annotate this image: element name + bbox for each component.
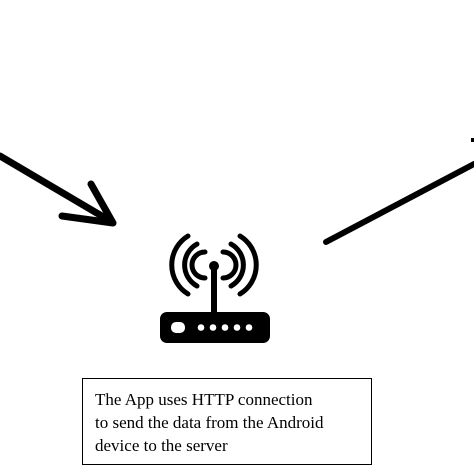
edge-mark xyxy=(471,138,474,142)
left-arrow-shaft xyxy=(0,152,116,226)
router-led-3 xyxy=(221,324,229,331)
left-arrow-icon xyxy=(0,152,117,227)
left-arrow-head xyxy=(58,180,117,227)
caption-box: The App uses HTTP connection to send the… xyxy=(82,378,372,465)
signal-wave-left-2 xyxy=(182,241,200,289)
caption-line-3: device to the server xyxy=(95,436,228,455)
router-led-1 xyxy=(197,324,205,331)
antenna-mast xyxy=(211,266,217,314)
router-led-5 xyxy=(245,324,253,331)
right-line-segment xyxy=(323,161,474,245)
router-led-4 xyxy=(233,324,241,331)
signal-wave-right-3 xyxy=(237,233,259,297)
signal-wave-right-1 xyxy=(220,249,239,281)
caption-line-1: The App uses HTTP connection xyxy=(95,390,313,409)
signal-wave-left-1 xyxy=(189,249,208,281)
signal-wave-left-3 xyxy=(169,233,191,297)
wifi-router-icon xyxy=(160,233,270,343)
router-port xyxy=(171,322,185,333)
router-led-2 xyxy=(209,324,217,331)
caption-line-2: to send the data from the Android xyxy=(95,413,324,432)
right-connector-line xyxy=(323,161,474,245)
signal-wave-right-2 xyxy=(228,241,246,289)
